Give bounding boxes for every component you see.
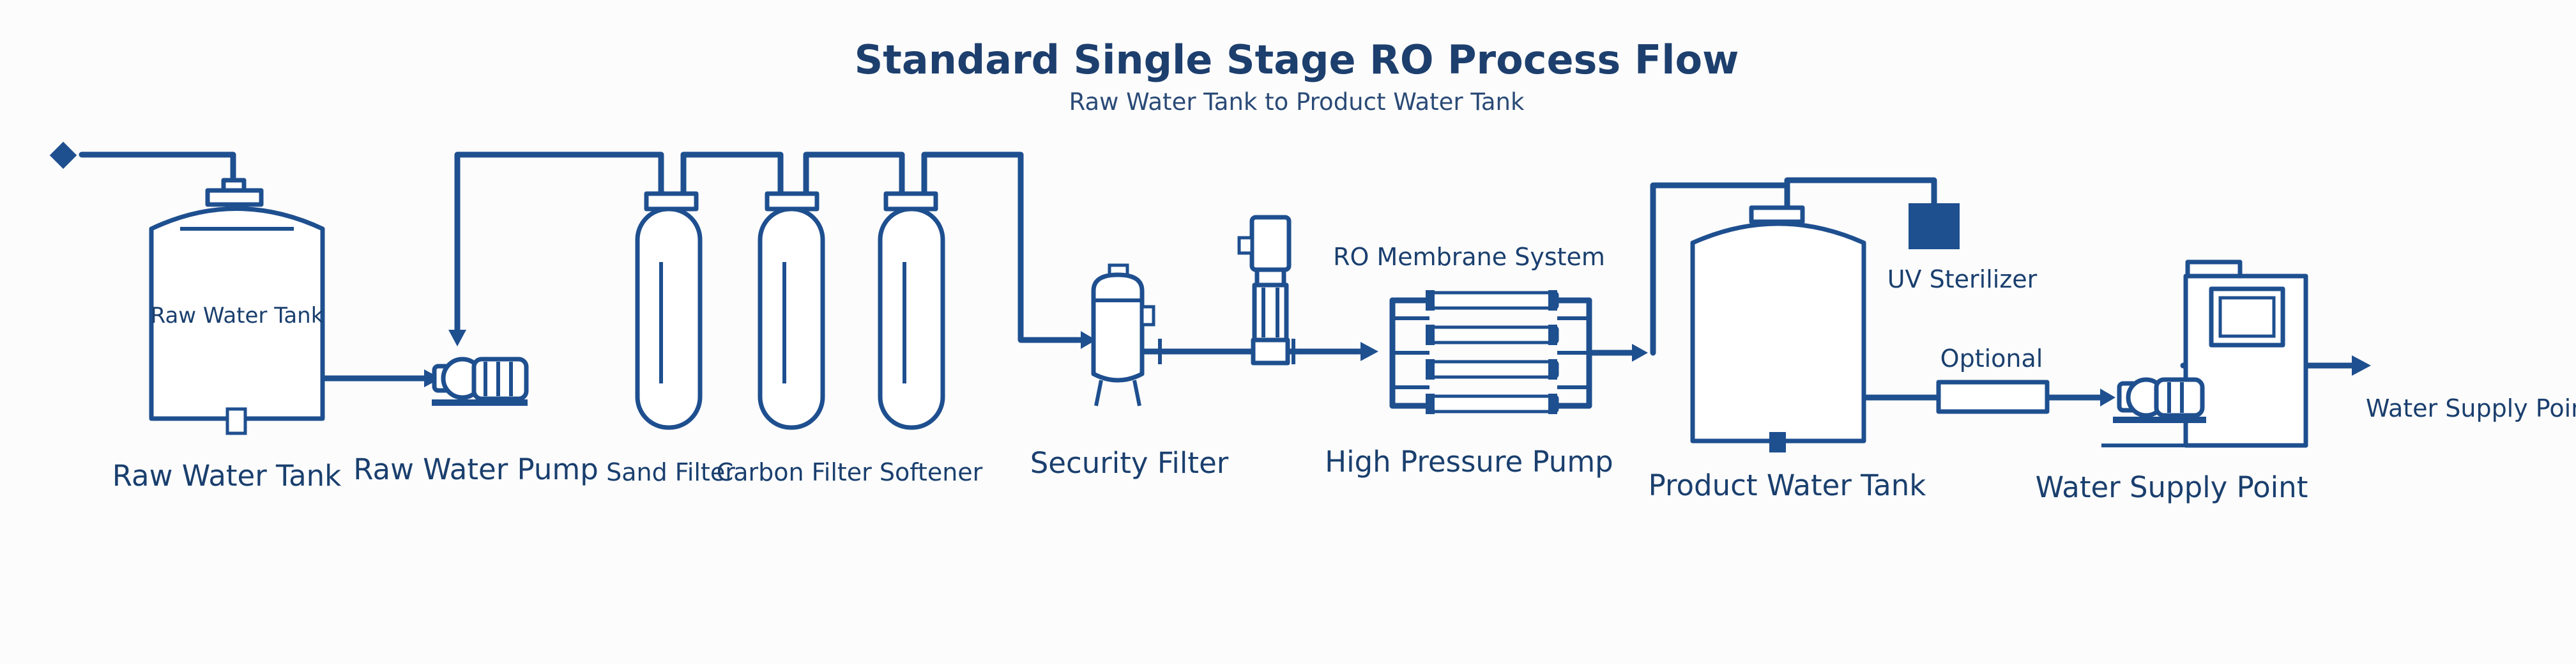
sand-to-carbon-pipe — [680, 151, 784, 197]
membrane-endcap — [1426, 290, 1435, 311]
pump-base — [2113, 417, 2206, 423]
membrane-connectors — [1392, 316, 1589, 389]
membrane-vessel — [1426, 359, 1559, 380]
ro-membrane-system-label: RO Membrane System — [1333, 243, 1605, 271]
raw-water-pump-label: Raw Water Pump — [353, 452, 598, 486]
filter-leg — [1094, 380, 1103, 406]
security-filter-label: Security Filter — [1030, 446, 1229, 480]
vessel-head-icon — [883, 191, 938, 212]
carbon-to-softener-pipe — [803, 151, 905, 197]
tank-drain-icon — [225, 407, 247, 435]
raw-water-tank-label: Raw Water Tank — [112, 459, 341, 493]
membrane-tube — [1428, 394, 1559, 413]
vessel-head-icon — [765, 191, 819, 212]
flow-arrow — [1632, 344, 1648, 362]
tank-manhole-icon — [205, 188, 264, 207]
tank-drain-icon — [1769, 432, 1786, 452]
sand-filter-label: Sand Filter — [606, 458, 735, 486]
vessel-body — [635, 206, 703, 430]
filter-housing — [1091, 272, 1145, 383]
vessel-head-icon — [644, 191, 699, 212]
vessel-body — [878, 206, 945, 430]
supply-control-cabinet — [2101, 259, 2308, 448]
water-supply-point-label: Water Supply Point — [2036, 470, 2308, 504]
tank-body — [149, 206, 325, 421]
softener-vessel — [878, 191, 945, 430]
membrane-endcap — [1548, 290, 1557, 311]
diagram-subtitle: Raw Water Tank to Product Water Tank — [1069, 88, 1525, 116]
vessel-body — [758, 206, 825, 430]
membrane-tube — [1428, 325, 1559, 344]
pump-stages — [1252, 282, 1289, 343]
membrane-vessel — [1426, 394, 1559, 414]
carbon-filter-softener-label: Carbon Filter Softener — [717, 458, 983, 486]
diagram-title: Standard Single Stage RO Process Flow — [855, 36, 1739, 83]
flow-arrow — [2100, 389, 2115, 406]
membrane-overflow-pipe — [1650, 182, 1790, 356]
product-water-tank-label: Product Water Tank — [1649, 468, 1926, 502]
pump-base — [432, 399, 528, 406]
pump-base — [1251, 337, 1290, 366]
softener-to-security-pipe — [921, 151, 1086, 343]
filter-port — [1140, 305, 1155, 327]
sand-filter-vessel — [635, 191, 703, 430]
flow-arrow — [1360, 342, 1378, 361]
motor-terminal — [1237, 236, 1254, 255]
security-filter-icon — [1091, 263, 1155, 406]
pump-coupling — [1254, 267, 1286, 288]
carbon-filter-vessel — [758, 191, 825, 430]
filter-leg — [1132, 380, 1141, 406]
pump-to-sand-filter-pipe — [454, 151, 664, 342]
membrane-vessel — [1426, 325, 1559, 345]
raw-water-pump-icon — [432, 357, 529, 406]
membrane-endcap — [1426, 394, 1435, 414]
uv-sterilizer-label: UV Sterilizer — [1887, 265, 2038, 293]
membrane-endcap — [1426, 325, 1435, 345]
uv-sterilizer-icon — [1909, 203, 1960, 249]
membrane-tube — [1428, 291, 1559, 310]
outlet-arrow — [2352, 355, 2371, 376]
pump-motor — [2154, 377, 2205, 418]
flow-arrow-down — [448, 330, 466, 346]
membrane-vessel — [1426, 290, 1559, 311]
ro-membrane-rack — [1389, 290, 1592, 414]
tank-to-uv-pipe — [1784, 177, 1937, 214]
inlet-pipe — [79, 151, 236, 183]
membrane-endcap — [1426, 359, 1435, 380]
inlet-valve-icon — [49, 141, 77, 169]
raw-water-tank-inner-label: Raw Water Tank — [151, 303, 324, 328]
tank-manhole-icon — [1749, 205, 1805, 224]
optional-cartridge-icon — [1936, 380, 2050, 414]
high-pressure-pump-label: High Pressure Pump — [1325, 445, 1613, 479]
pump-motor — [1249, 215, 1292, 272]
optional-label: Optional — [1940, 344, 2043, 373]
pipes — [79, 151, 2371, 406]
membrane-endcap — [1548, 394, 1557, 414]
membrane-endcap — [1548, 325, 1557, 345]
tank-body — [1690, 221, 1866, 444]
product-water-tank — [1690, 205, 1866, 452]
membrane-endcap — [1548, 359, 1557, 380]
cabinet-screen-inner — [2218, 296, 2276, 338]
membrane-tube — [1428, 360, 1559, 379]
raw-water-tank: Raw Water Tank — [149, 178, 325, 435]
water-supply-point-outlet-label: Water Supply Point — [2366, 394, 2576, 422]
high-pressure-pump-icon — [1237, 215, 1292, 366]
supply-pump-icon — [2113, 377, 2206, 423]
flow-arrow — [1081, 331, 1096, 349]
